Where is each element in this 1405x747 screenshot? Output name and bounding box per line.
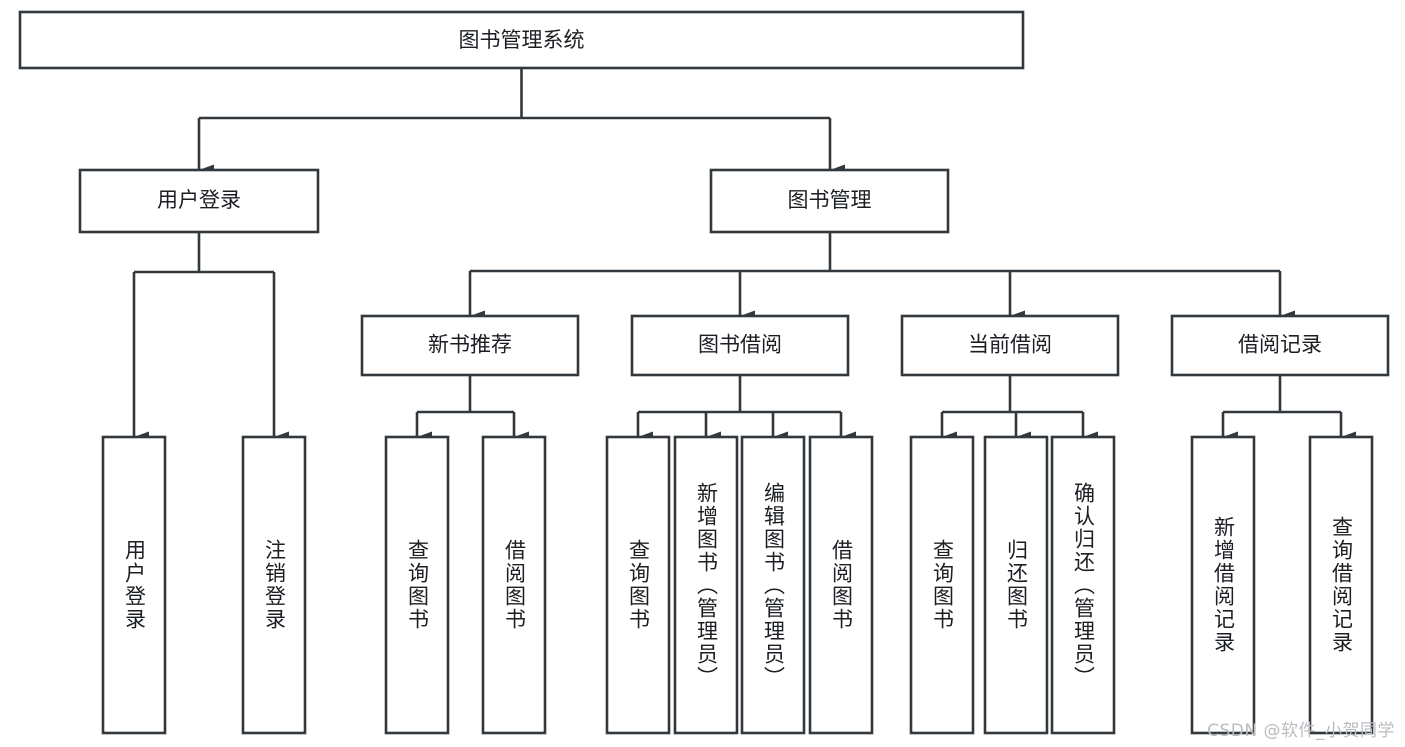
node-leaf-query-book-3[interactable]: 查询图书	[909, 435, 975, 735]
node-user-login-label: 用户登录	[157, 188, 241, 212]
node-leaf-user-logout-box[interactable]	[241, 435, 307, 735]
node-current-borrow-box[interactable]	[900, 314, 1120, 377]
node-current-borrow[interactable]: 当前借阅	[900, 314, 1120, 377]
node-root-label: 图书管理系统	[459, 28, 585, 52]
node-book-manage[interactable]: 图书管理	[709, 168, 950, 234]
node-book-borrow-label: 图书借阅	[698, 333, 782, 357]
node-book-borrow-box[interactable]	[630, 314, 850, 377]
node-leaf-edit-book-admin[interactable]: 编辑图书（管理员）	[740, 435, 806, 735]
node-leaf-add-book-admin-label: 新增图书（管理员）	[694, 481, 719, 689]
node-leaf-user-logout-label: 注销登录	[262, 539, 287, 631]
node-new-book-recommend[interactable]: 新书推荐	[360, 314, 580, 377]
node-leaf-borrow-book-2-box[interactable]	[808, 435, 874, 735]
node-leaf-query-book-3-label: 查询图书	[930, 539, 955, 631]
node-current-borrow-label: 当前借阅	[968, 333, 1052, 357]
node-leaf-user-login-label: 用户登录	[122, 539, 147, 631]
node-leaf-add-book-admin[interactable]: 新增图书（管理员）	[673, 435, 739, 735]
node-borrow-record[interactable]: 借阅记录	[1170, 314, 1390, 377]
node-leaf-query-book-3-box[interactable]	[909, 435, 975, 735]
node-leaf-user-login[interactable]: 用户登录	[101, 435, 167, 735]
node-leaf-confirm-return-label: 确认归还（管理员）	[1071, 481, 1096, 689]
node-leaf-query-book-1-label: 查询图书	[405, 539, 430, 631]
node-leaf-borrow-book-1-box[interactable]	[481, 435, 547, 735]
node-leaf-query-book-1[interactable]: 查询图书	[384, 435, 450, 735]
node-root[interactable]: 图书管理系统	[18, 10, 1025, 70]
node-leaf-add-book-admin-box[interactable]	[673, 435, 739, 735]
node-user-login[interactable]: 用户登录	[78, 168, 320, 234]
node-new-book-recommend-box[interactable]	[360, 314, 580, 377]
node-leaf-query-record[interactable]: 查询借阅记录	[1308, 435, 1374, 735]
connector-layer	[132, 68, 1356, 443]
node-leaf-confirm-return[interactable]: 确认归还（管理员）	[1050, 435, 1116, 735]
node-leaf-return-book-box[interactable]	[983, 435, 1049, 735]
node-leaf-borrow-book-1[interactable]: 借阅图书	[481, 435, 547, 735]
node-leaf-return-book[interactable]: 归还图书	[983, 435, 1049, 735]
node-leaf-confirm-return-box[interactable]	[1050, 435, 1116, 735]
node-leaf-query-book-2[interactable]: 查询图书	[605, 435, 671, 735]
node-leaf-add-record[interactable]: 新增借阅记录	[1190, 435, 1256, 735]
node-borrow-record-box[interactable]	[1170, 314, 1390, 377]
node-leaf-query-record-box[interactable]	[1308, 435, 1374, 735]
node-leaf-borrow-book-1-label: 借阅图书	[502, 539, 527, 631]
node-leaf-borrow-book-2[interactable]: 借阅图书	[808, 435, 874, 735]
node-leaf-edit-book-admin-label: 编辑图书（管理员）	[761, 481, 786, 689]
node-root-box[interactable]	[18, 10, 1025, 70]
node-borrow-record-label: 借阅记录	[1238, 333, 1322, 357]
node-leaf-add-record-box[interactable]	[1190, 435, 1256, 735]
node-new-book-recommend-label: 新书推荐	[428, 333, 512, 357]
node-leaf-edit-book-admin-box[interactable]	[740, 435, 806, 735]
node-leaf-query-book-1-box[interactable]	[384, 435, 450, 735]
node-user-login-box[interactable]	[78, 168, 320, 234]
node-book-manage-box[interactable]	[709, 168, 950, 234]
node-leaf-query-record-label: 查询借阅记录	[1329, 516, 1354, 654]
node-leaf-borrow-book-2-label: 借阅图书	[829, 539, 854, 631]
node-leaf-return-book-label: 归还图书	[1004, 539, 1029, 631]
node-leaf-user-login-box[interactable]	[101, 435, 167, 735]
node-leaf-query-book-2-box[interactable]	[605, 435, 671, 735]
node-book-manage-label: 图书管理	[788, 188, 872, 212]
node-leaf-user-logout[interactable]: 注销登录	[241, 435, 307, 735]
node-leaf-add-record-label: 新增借阅记录	[1211, 516, 1236, 654]
node-leaf-query-book-2-label: 查询图书	[626, 539, 651, 631]
node-book-borrow[interactable]: 图书借阅	[630, 314, 850, 377]
